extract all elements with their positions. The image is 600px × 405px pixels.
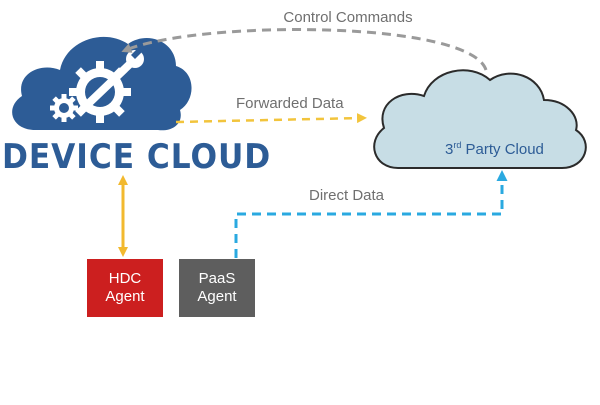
- hdc-agent-box: HDC Agent: [87, 259, 163, 317]
- small-gear-icon: [50, 94, 78, 122]
- third-party-cloud-name: Party Cloud: [461, 141, 544, 158]
- hdc-agent-line1: HDC: [108, 270, 142, 287]
- third-party-ordinal: 3: [445, 141, 454, 158]
- hdc-agent-line2: Agent: [105, 288, 145, 305]
- direct-data-label: Direct Data: [309, 187, 385, 204]
- wrench-icon: [84, 47, 144, 108]
- direct-data-arrow: [234, 170, 508, 258]
- paas-agent-line2: Agent: [197, 288, 237, 305]
- control-commands-label: Control Commands: [283, 9, 413, 26]
- device-cloud-title: DEVICE CLOUD: [2, 137, 272, 177]
- third-party-cloud-label: 3rd Party Cloud: [445, 140, 544, 158]
- paas-agent-box: PaaS Agent: [179, 259, 255, 317]
- control-commands-arrow: [121, 28, 488, 71]
- third-party-cloud-shape: [373, 69, 587, 169]
- device-cloud-icon: [12, 36, 192, 131]
- paas-agent-line1: PaaS: [198, 270, 236, 287]
- forwarded-data-label: Forwarded Data: [236, 95, 344, 112]
- forwarded-data-arrow: [175, 113, 367, 124]
- third-party-ordinal-suffix: rd: [453, 140, 462, 150]
